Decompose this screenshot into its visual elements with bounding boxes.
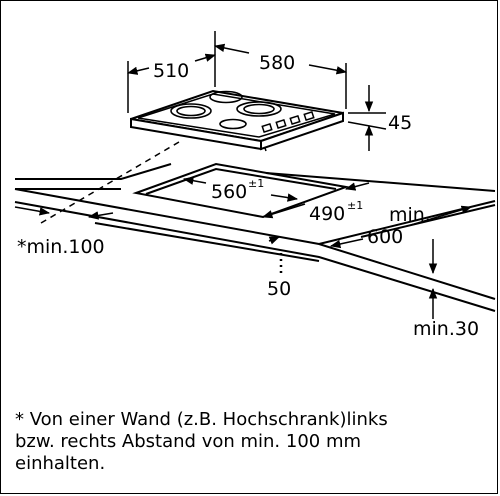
- cooking-zone: [243, 103, 275, 115]
- cutout-width-dimension: [182, 176, 299, 202]
- front-clearance-label-value: 600: [367, 226, 403, 248]
- gap-dimension: [268, 236, 283, 276]
- wall-clearance-dimension: [14, 206, 114, 220]
- front-clearance-label-min: min.: [389, 204, 431, 226]
- height-dimension: [347, 85, 387, 151]
- footnote-line: bzw. rechts Abstand von min. 100 mm: [15, 431, 362, 452]
- footnote: * Von einer Wand (z.B. Hochschrank)links…: [15, 409, 485, 475]
- cooking-zone: [170, 103, 212, 119]
- below-clearance-label: min.30: [413, 318, 479, 340]
- knob: [303, 110, 315, 122]
- footnote-line: * Von einer Wand (z.B. Hochschrank)links: [15, 409, 388, 430]
- cutout-width-tolerance: ±1: [248, 177, 264, 190]
- cooking-zone: [219, 118, 247, 130]
- cooking-zone: [176, 105, 206, 117]
- front-clearance-dimension: [329, 205, 473, 249]
- depth-dimension-label: 510: [153, 60, 189, 82]
- cooking-zone: [209, 90, 243, 104]
- hob: [130, 89, 344, 151]
- height-dimension-label: 45: [388, 112, 412, 134]
- cutout-depth-tolerance: ±1: [347, 199, 363, 212]
- cooking-zones: [170, 90, 282, 130]
- wall-clearance-label: *min.100: [17, 236, 105, 258]
- knob: [289, 114, 301, 126]
- cutout-width-label: 560: [211, 181, 247, 203]
- control-knobs: [261, 110, 315, 134]
- footnote-line: einhalten.: [15, 453, 106, 474]
- knob: [275, 118, 287, 130]
- top-dimensions: [126, 31, 348, 113]
- cutout-depth-label: 490: [309, 203, 345, 225]
- width-dimension-label: 580: [259, 52, 295, 74]
- gap-label: 50: [267, 278, 291, 300]
- cutout-depth-dimension: [261, 182, 370, 219]
- cooking-zone: [236, 101, 282, 117]
- knob: [261, 122, 273, 134]
